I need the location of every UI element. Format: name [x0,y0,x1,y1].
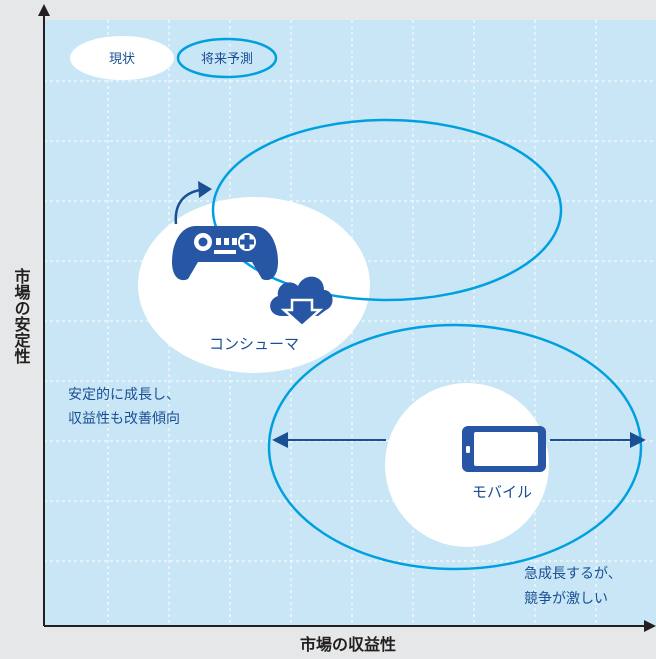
gamepad-icon [172,226,278,281]
consumer-label: コンシューマ [209,335,299,353]
x-axis-label: 市場の収益性 [300,635,396,654]
mobile-forecast-area [267,323,643,571]
curved-arrow-icon [174,181,212,225]
legend-forecast-label: 将来予測 [201,52,253,67]
smartphone-icon [462,426,546,472]
legend-current-label: 現状 [109,52,135,67]
cloud-download-icon [270,276,333,328]
mobile-spread-arrow [272,432,646,448]
legend-forecast-swatch [176,37,278,79]
y-axis-label: 市場の安定性 [12,267,32,365]
mobile-note-line1: 急成長するが、 [524,566,622,582]
legend-current-swatch [70,36,174,80]
consumer-forecast-area [211,118,563,302]
mobile-note-line2: 競争が激しい [524,590,608,607]
mobile-label: モバイル [472,483,532,501]
consumer-note-line2: 収益性も改善傾向 [68,411,180,427]
consumer-note-line1: 安定的に成長し、 [68,387,180,403]
